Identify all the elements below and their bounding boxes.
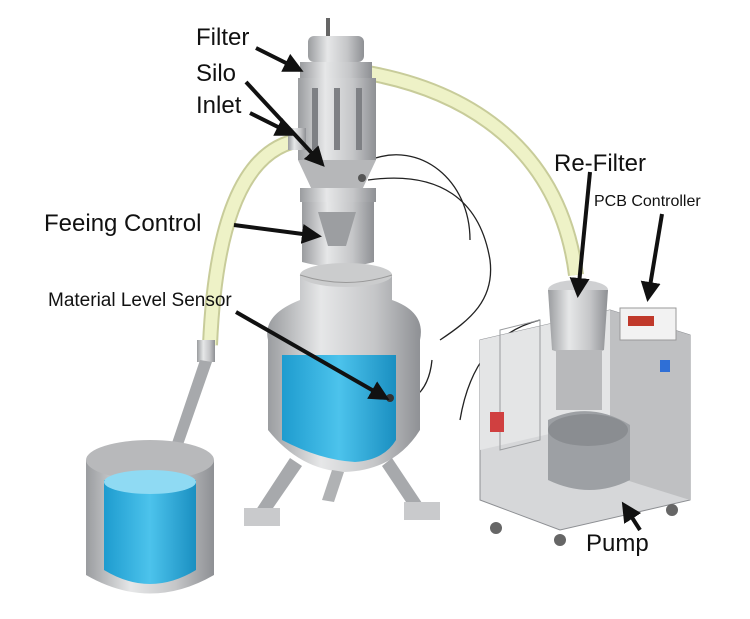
label-feeding-control: Feeing Control bbox=[44, 210, 202, 237]
pump-arrow bbox=[621, 501, 642, 532]
re-filter-arrow bbox=[569, 171, 592, 298]
callout-arrows bbox=[233, 46, 664, 532]
label-pcb-controller: PCB Controller bbox=[594, 193, 701, 210]
feeding-control-arrow bbox=[233, 223, 322, 244]
label-re-filter: Re-Filter bbox=[554, 150, 647, 177]
label-material-level-sensor: Material Level Sensor bbox=[48, 290, 232, 311]
pump-cabinet bbox=[479, 280, 691, 546]
material-level-sensor-arrow bbox=[235, 310, 390, 400]
label-pump: Pump bbox=[586, 530, 649, 557]
hose-inlet bbox=[202, 132, 302, 346]
inlet-arrow bbox=[249, 111, 296, 136]
filter-arrow bbox=[255, 46, 304, 72]
pcb-controller-arrow bbox=[640, 213, 664, 302]
hose-return bbox=[360, 64, 584, 277]
material-bucket bbox=[86, 440, 214, 594]
label-silo: Silo bbox=[196, 60, 237, 87]
label-filter: Filter bbox=[196, 24, 250, 51]
hopper-tank bbox=[244, 263, 440, 526]
label-inlet: Inlet bbox=[196, 92, 242, 119]
